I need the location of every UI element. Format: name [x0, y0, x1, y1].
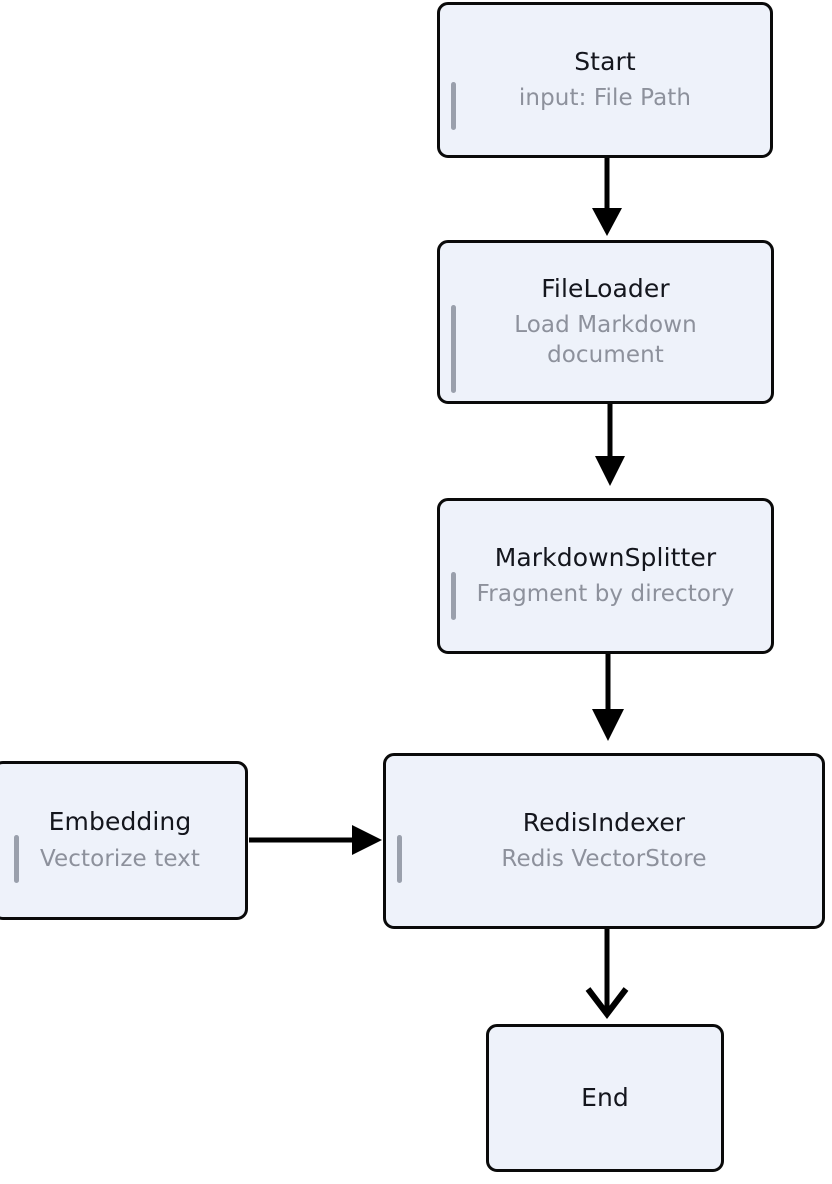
edge-markdownsplitter-to-redisindexer [592, 654, 624, 741]
node-start-accent-bar [451, 82, 456, 130]
node-embedding-subtitle: Vectorize text [39, 845, 200, 872]
node-fileloader-title: FileLoader [541, 273, 670, 303]
node-fileloader[interactable]: FileLoader Load Markdown document [437, 240, 774, 404]
node-start[interactable]: Start input: File Path [437, 2, 773, 158]
node-markdownsplitter-accent-bar [451, 572, 456, 620]
edge-fileloader-to-markdownsplitter [595, 404, 625, 486]
node-redisindexer-title: RedisIndexer [522, 807, 686, 837]
node-end[interactable]: End [486, 1024, 724, 1172]
node-redisindexer-accent-bar [397, 835, 402, 883]
node-fileloader-subtitle: Load Markdown document [514, 312, 697, 368]
edge-redisindexer-to-end [585, 929, 629, 1019]
node-redisindexer[interactable]: RedisIndexer Redis VectorStore [383, 753, 825, 929]
node-embedding-accent-bar [14, 835, 19, 883]
node-start-title: Start [574, 46, 636, 76]
node-fileloader-accent-bar [451, 305, 456, 393]
node-embedding-title: Embedding [48, 807, 192, 837]
edge-embedding-to-redisindexer [249, 825, 382, 855]
node-markdownsplitter-title: MarkdownSplitter [494, 542, 717, 572]
edge-start-to-fileloader [592, 158, 622, 236]
node-start-subtitle: input: File Path [518, 85, 692, 112]
node-markdownsplitter-subtitle: Fragment by directory [476, 581, 735, 608]
node-end-title: End [581, 1083, 629, 1113]
node-markdownsplitter[interactable]: MarkdownSplitter Fragment by directory [437, 498, 774, 654]
node-redisindexer-subtitle: Redis VectorStore [501, 846, 707, 873]
node-embedding[interactable]: Embedding Vectorize text [0, 761, 248, 920]
